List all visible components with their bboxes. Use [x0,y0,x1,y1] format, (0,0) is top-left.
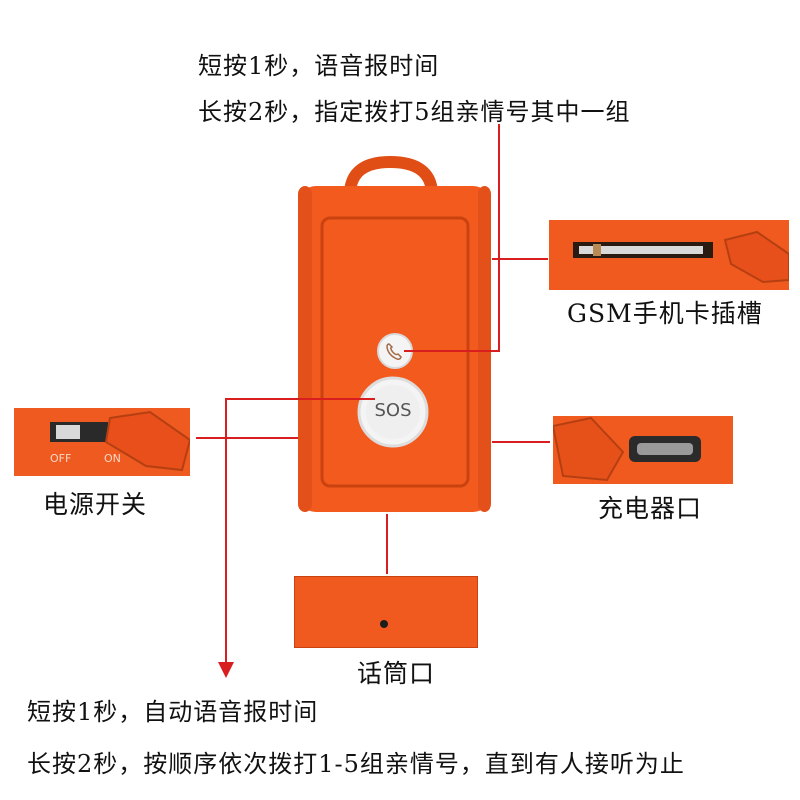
pointer-sos-arrow [218,662,234,678]
mic-callout [294,576,478,648]
phone-icon [386,343,402,360]
pointer-power [196,437,298,439]
sim-slot-label: GSM手机卡插槽 [567,299,763,328]
lanyard-loop [344,155,438,193]
device-left-edge [298,186,312,512]
top-note-line1: 短按1秒，语音报时间 [198,52,440,80]
mic-label: 话筒口 [357,659,436,688]
power-on-label: ON [104,452,121,465]
power-switch-label: 电源开关 [43,490,148,519]
pointer-sim [492,258,548,260]
power-switch-callout: OFF ON [14,408,190,476]
pointer-sos-vertical [225,398,227,666]
pointer-mic [386,514,388,574]
sos-label: SOS [374,400,412,421]
mic-hole [380,620,388,628]
device-face [320,216,470,488]
pointer-charger [492,441,550,443]
power-off-label: OFF [50,452,72,465]
sim-slot-callout [549,220,789,290]
top-note-line2: 长按2秒，指定拨打5组亲情号其中一组 [198,98,631,126]
pointer-top-horizontal [404,350,500,352]
bottom-note-line1: 短按1秒，自动语音报时间 [27,698,319,726]
charger-callout [553,416,733,484]
device-right-edge [478,186,491,512]
charger-label: 充电器口 [598,494,703,523]
pointer-top-vertical [498,124,500,352]
pointer-sos-horizontal [225,398,375,400]
bottom-note-line2: 长按2秒，按顺序依次拨打1-5组亲情号，直到有人接听为止 [27,750,685,778]
